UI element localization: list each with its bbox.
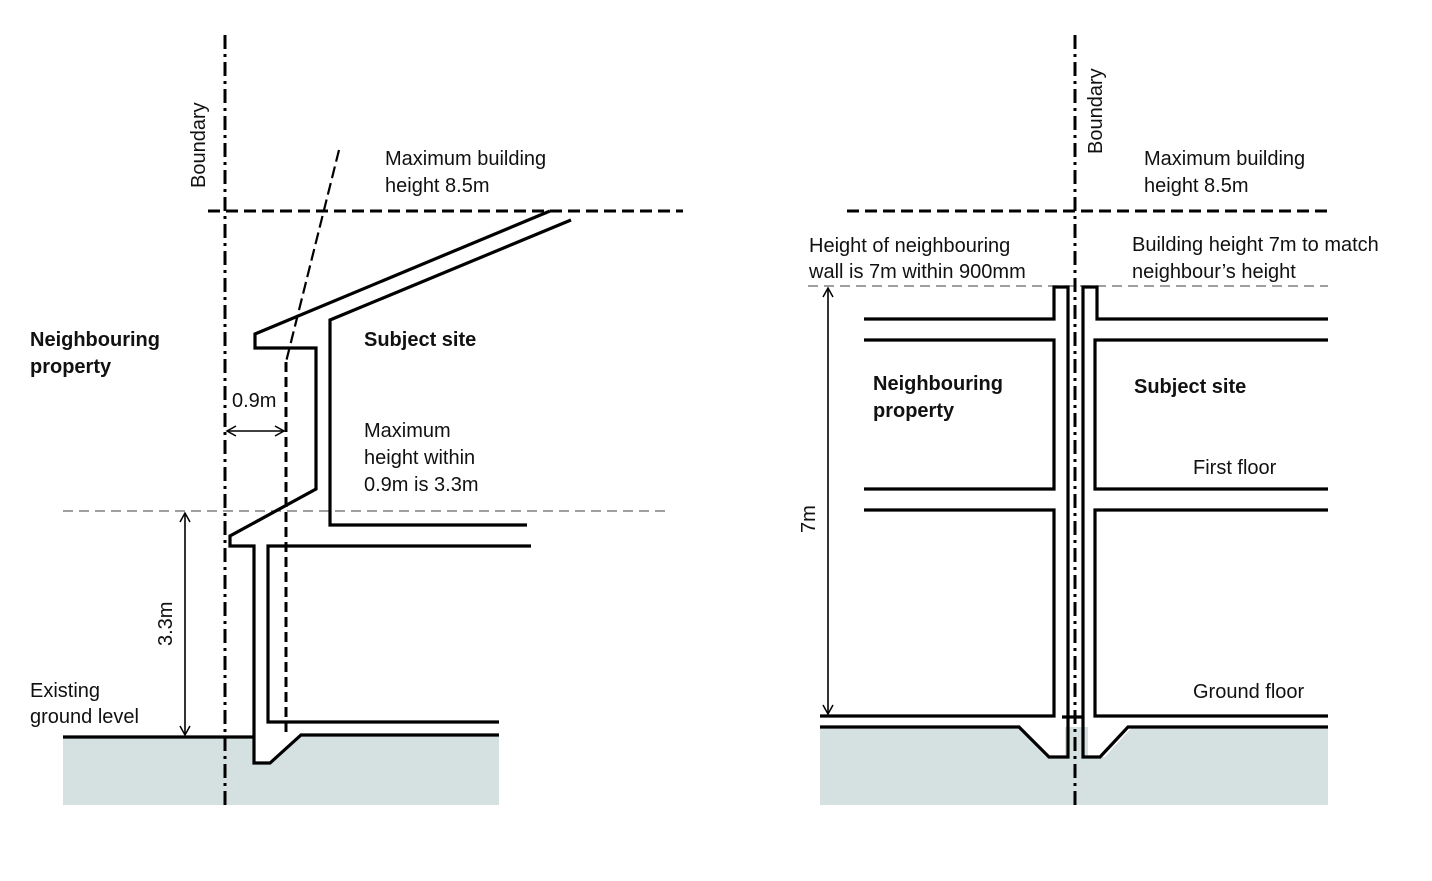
left-max-height-label-line2: height 8.5m: [385, 175, 490, 197]
left-ground-label-line2: ground level: [30, 706, 139, 728]
right-ground-floor-label: Ground floor: [1193, 681, 1305, 703]
left-neighbouring-label-line2: property: [30, 356, 112, 378]
right-max-height-label-line1: Maximum building: [1144, 148, 1305, 170]
left-setback-label: 0.9m: [232, 390, 276, 412]
right-neighbouring-label-line1: Neighbouring: [873, 373, 1003, 395]
right-match-label-line2: neighbour’s height: [1132, 261, 1296, 283]
left-subject-site-label: Subject site: [364, 329, 476, 351]
left-diagram: Boundary Maximum building height 8.5m Ne…: [30, 35, 683, 805]
right-match-label-line1: Building height 7m to match: [1132, 234, 1379, 256]
right-neighbour-wall-label-line1: Height of neighbouring: [809, 235, 1010, 257]
right-subject-wall-outline: [1081, 285, 1328, 759]
left-ground-fill: [63, 735, 499, 805]
right-neighbour-wall-label-line2: wall is 7m within 900mm: [808, 261, 1026, 283]
left-height-envelope-line: [284, 149, 341, 363]
right-height-dimension-label: 7m: [798, 505, 820, 533]
left-neighbouring-label-line1: Neighbouring: [30, 329, 160, 351]
right-subject-lower-floor: [1093, 508, 1328, 718]
left-within-label-line3: 0.9m is 3.3m: [364, 474, 478, 496]
right-subject-site-label: Subject site: [1134, 376, 1246, 398]
right-neighbour-wall-outline: [820, 285, 1070, 759]
right-max-height-label-line2: height 8.5m: [1144, 175, 1249, 197]
left-height-dimension-label: 3.3m: [155, 602, 177, 646]
right-subject-upper-floor: [1093, 338, 1328, 491]
left-interior-outline: [328, 218, 572, 527]
left-ground-label-line1: Existing: [30, 680, 100, 702]
left-within-label-line1: Maximum: [364, 420, 451, 442]
left-roof-outline: [228, 209, 551, 765]
right-diagram: Boundary Maximum building height 8.5m He…: [798, 35, 1379, 805]
right-boundary-label: Boundary: [1085, 68, 1107, 154]
right-first-floor-label: First floor: [1193, 457, 1277, 479]
left-ceiling-line: [266, 544, 531, 724]
right-neighbour-upper-floor: [864, 338, 1056, 491]
left-boundary-label: Boundary: [188, 102, 210, 188]
right-neighbour-lower-floor: [820, 508, 1056, 718]
right-neighbouring-label-line2: property: [873, 400, 955, 422]
left-max-height-label-line1: Maximum building: [385, 148, 546, 170]
left-within-label-line2: height within: [364, 447, 475, 469]
